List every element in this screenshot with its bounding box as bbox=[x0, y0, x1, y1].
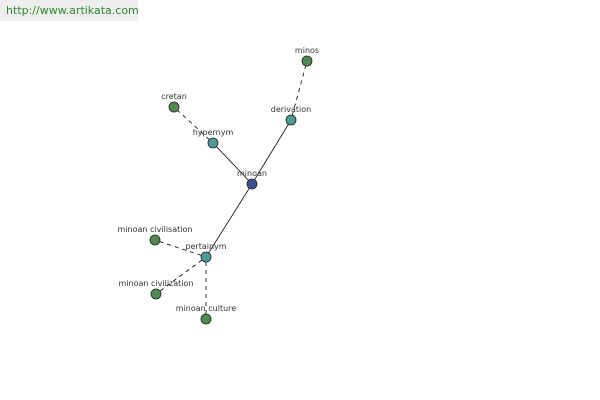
node-dot-minoan-culture[interactable] bbox=[200, 313, 212, 325]
edge-hypernym-cretan bbox=[177, 110, 210, 140]
node-cretan[interactable]: cretan bbox=[161, 92, 187, 113]
node-label-derivation: derivation bbox=[271, 105, 311, 114]
node-label-pertainym: pertainym bbox=[185, 242, 226, 251]
node-minoan-culture[interactable]: minoan culture bbox=[176, 304, 237, 325]
node-dot-minos[interactable] bbox=[301, 55, 313, 67]
node-dot-minoan-civilization[interactable] bbox=[150, 288, 162, 300]
node-label-minoan: minoan bbox=[237, 169, 267, 178]
node-minoan[interactable]: minoan bbox=[237, 169, 267, 190]
node-dot-hypernym[interactable] bbox=[207, 137, 219, 149]
edge-minoan-hypernym bbox=[216, 146, 249, 181]
node-dot-minoan[interactable] bbox=[246, 178, 258, 190]
edge-minoan-pertainym bbox=[208, 187, 250, 254]
node-minoan-civilization[interactable]: minoan civilization bbox=[119, 279, 194, 300]
node-label-minoan-civilization: minoan civilization bbox=[119, 279, 194, 288]
node-label-minoan-culture: minoan culture bbox=[176, 304, 237, 313]
source-url[interactable]: http://www.artikata.com bbox=[0, 0, 139, 21]
edge-layer bbox=[159, 65, 307, 314]
node-derivation[interactable]: derivation bbox=[271, 105, 311, 126]
node-label-minos: minos bbox=[295, 46, 319, 55]
node-minoan-civilisation[interactable]: minoan civilisation bbox=[118, 225, 193, 246]
node-label-cretan: cretan bbox=[161, 92, 187, 101]
node-dot-cretan[interactable] bbox=[168, 101, 180, 113]
node-label-minoan-civilisation: minoan civilisation bbox=[118, 225, 193, 234]
node-dot-pertainym[interactable] bbox=[200, 251, 212, 263]
node-dot-minoan-civilisation[interactable] bbox=[149, 234, 161, 246]
edge-pertainym-minoan-civilization bbox=[159, 259, 203, 292]
node-minos[interactable]: minos bbox=[295, 46, 319, 67]
node-label-hypernym: hypernym bbox=[193, 128, 234, 137]
edge-minoan-derivation bbox=[254, 124, 289, 180]
node-dot-derivation[interactable] bbox=[285, 114, 297, 126]
edge-derivation-minos bbox=[291, 65, 307, 116]
node-pertainym[interactable]: pertainym bbox=[185, 242, 227, 263]
node-layer: minoan hypernym derivation pertainym cretan m… bbox=[118, 46, 319, 325]
node-hypernym[interactable]: hypernym bbox=[193, 128, 234, 149]
